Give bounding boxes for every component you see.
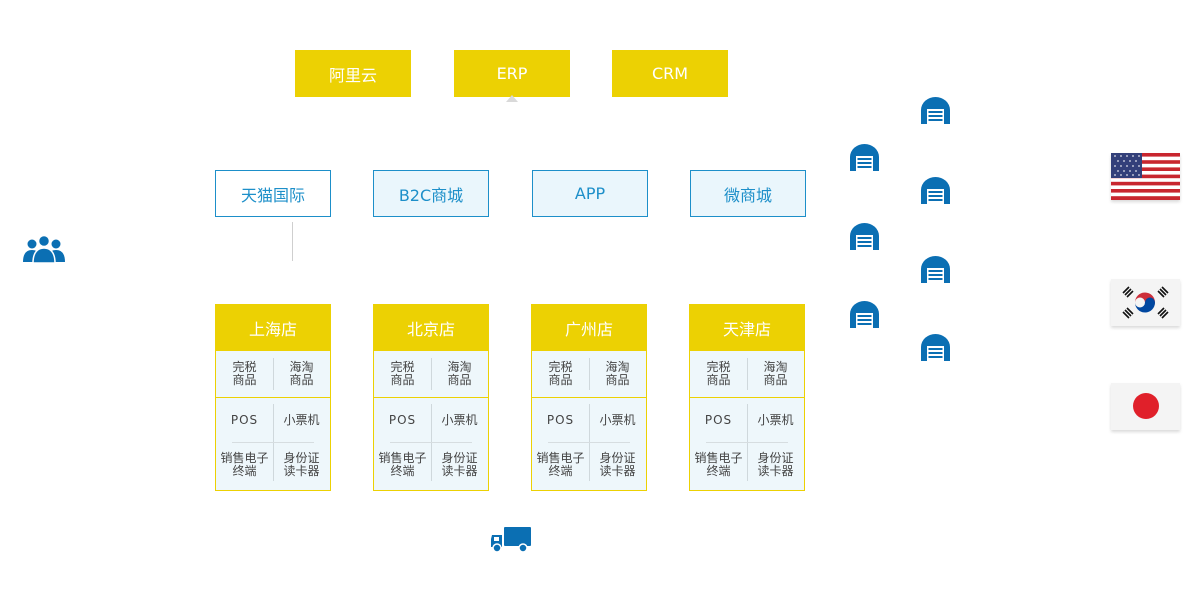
device-row: 销售电子终端 身份证读卡器: [690, 443, 804, 487]
pos-terminal: POS: [230, 412, 259, 427]
receipt-printer: 小票机: [441, 412, 478, 427]
store-name: 上海店: [216, 305, 330, 351]
system-erp[interactable]: ERP: [454, 50, 570, 97]
pos-terminal: POS: [704, 412, 733, 427]
device-row: POS 小票机: [532, 398, 646, 442]
device-row: 销售电子终端 身份证读卡器: [374, 443, 488, 487]
device-row: POS 小票机: [690, 398, 804, 442]
cross-border-goods: 海淘商品: [605, 360, 630, 387]
warehouse-icon: [850, 223, 879, 250]
pos-terminal: POS: [546, 412, 575, 427]
channel-label: 天猫国际: [240, 185, 305, 205]
cross-border-goods: 海淘商品: [447, 360, 472, 387]
id-card-reader: 身份证读卡器: [599, 451, 636, 478]
store-name: 广州店: [532, 305, 646, 351]
id-card-reader: 身份证读卡器: [283, 451, 320, 478]
channel-app[interactable]: APP: [532, 170, 648, 217]
store-card[interactable]: 天津店 完税商品 海淘商品 POS 小票机 销售电子终端 身份证读卡器: [689, 304, 805, 491]
store-name: 天津店: [690, 305, 804, 351]
device-row: 销售电子终端 身份证读卡器: [216, 443, 330, 487]
cross-border-goods: 海淘商品: [289, 360, 314, 387]
store-name: 北京店: [374, 305, 488, 351]
cross-border-goods: 海淘商品: [763, 360, 788, 387]
id-card-reader: 身份证读卡器: [441, 451, 478, 478]
receipt-printer: 小票机: [757, 412, 794, 427]
warehouse-icon: [921, 334, 950, 361]
channel-label: APP: [574, 184, 606, 203]
duty-paid-goods: 完税商品: [232, 360, 257, 387]
system-crm[interactable]: CRM: [612, 50, 728, 97]
id-card-reader: 身份证读卡器: [757, 451, 794, 478]
goods-row: 完税商品 海淘商品: [532, 351, 646, 398]
sales-terminal: 销售电子终端: [220, 451, 269, 478]
warehouse-icon: [850, 144, 879, 171]
usa-flag-icon: [1111, 153, 1180, 200]
system-label: 阿里云: [328, 65, 377, 85]
store-card[interactable]: 上海店 完税商品 海淘商品 POS 小票机 销售电子终端 身份证读卡器: [215, 304, 331, 491]
pos-terminal: POS: [388, 412, 417, 427]
truck-icon: [491, 527, 531, 553]
goods-row: 完税商品 海淘商品: [690, 351, 804, 398]
japan-flag-icon: [1111, 383, 1180, 430]
duty-paid-goods: 完税商品: [390, 360, 415, 387]
sales-terminal: 销售电子终端: [378, 451, 427, 478]
korea-flag-icon: [1111, 279, 1180, 326]
pointer-indicator: [506, 95, 518, 102]
receipt-printer: 小票机: [599, 412, 636, 427]
system-label: CRM: [651, 64, 689, 83]
channel-label: B2C商城: [398, 185, 464, 205]
channel-label: 微商城: [723, 185, 772, 205]
duty-paid-goods: 完税商品: [548, 360, 573, 387]
receipt-printer: 小票机: [283, 412, 320, 427]
system-label: ERP: [496, 64, 528, 83]
warehouse-icon: [921, 177, 950, 204]
channel-wechat-mall[interactable]: 微商城: [690, 170, 806, 217]
channel-b2c[interactable]: B2C商城: [373, 170, 489, 217]
device-row: POS 小票机: [374, 398, 488, 442]
store-card[interactable]: 北京店 完税商品 海淘商品 POS 小票机 销售电子终端 身份证读卡器: [373, 304, 489, 491]
system-aliyun[interactable]: 阿里云: [295, 50, 411, 97]
device-row: POS 小票机: [216, 398, 330, 442]
connector-line: [292, 222, 293, 261]
sales-terminal: 销售电子终端: [536, 451, 585, 478]
device-row: 销售电子终端 身份证读卡器: [532, 443, 646, 487]
duty-paid-goods: 完税商品: [706, 360, 731, 387]
warehouse-icon: [850, 301, 879, 328]
warehouse-icon: [921, 256, 950, 283]
users-icon: [23, 234, 65, 264]
goods-row: 完税商品 海淘商品: [216, 351, 330, 398]
store-card[interactable]: 广州店 完税商品 海淘商品 POS 小票机 销售电子终端 身份证读卡器: [531, 304, 647, 491]
sales-terminal: 销售电子终端: [694, 451, 743, 478]
warehouse-icon: [921, 97, 950, 124]
channel-tmall[interactable]: 天猫国际: [215, 170, 331, 217]
goods-row: 完税商品 海淘商品: [374, 351, 488, 398]
